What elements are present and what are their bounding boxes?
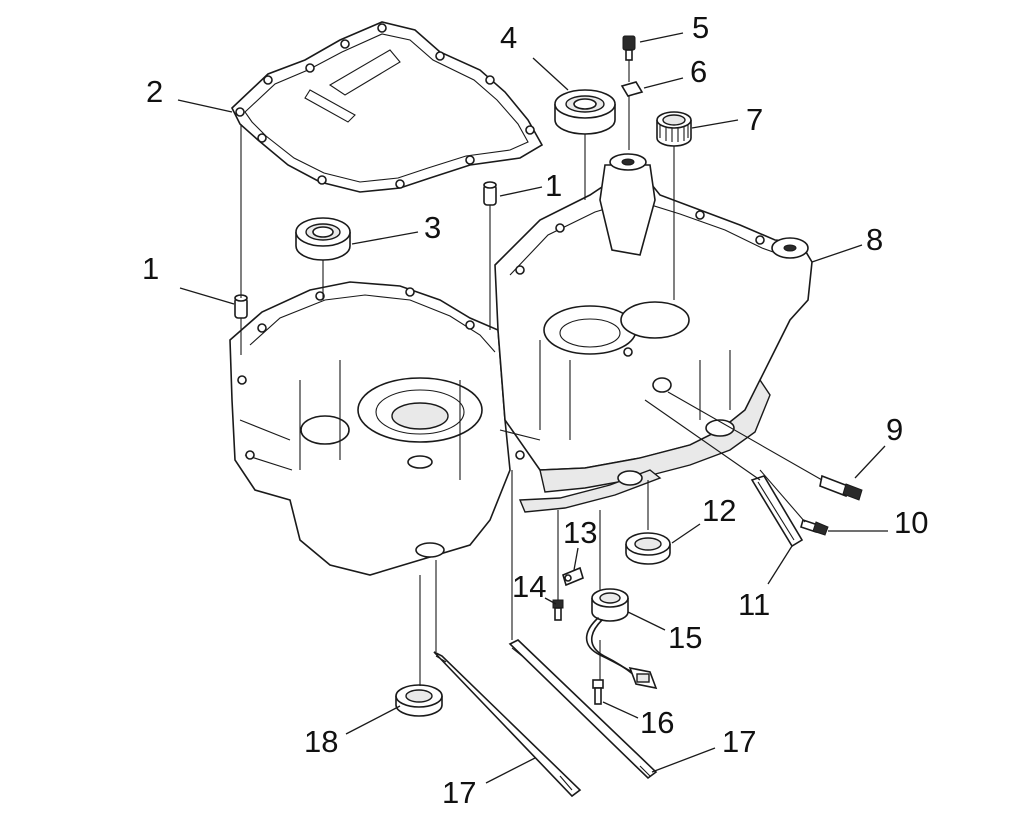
callout-4: 4 <box>500 20 517 55</box>
bearing-4 <box>554 89 616 135</box>
clamp-13 <box>562 566 584 587</box>
needle-bearing-7 <box>656 111 692 147</box>
bolt-10 <box>800 518 829 536</box>
callout-11: 11 <box>738 587 770 622</box>
bolt-5 <box>622 35 636 61</box>
leader-lines <box>177 32 888 784</box>
dowel-pin-left <box>234 294 248 319</box>
callout-14: 14 <box>512 569 546 604</box>
callout-5: 5 <box>692 10 709 45</box>
callout-1-center: 1 <box>545 168 562 203</box>
bearing-3 <box>295 217 351 261</box>
assembly-lines <box>240 60 823 686</box>
callout-17-left: 17 <box>442 775 476 810</box>
gasket <box>231 21 544 193</box>
callout-16: 16 <box>640 705 674 740</box>
stud-bolt-17-right <box>508 639 658 780</box>
callout-6: 6 <box>690 54 707 89</box>
callout-13: 13 <box>563 515 597 550</box>
callout-15: 15 <box>668 620 702 655</box>
callout-17-right: 17 <box>722 724 756 759</box>
baffle-plate-11 <box>750 475 804 548</box>
callout-10: 10 <box>894 505 928 540</box>
stud-bolt-17-left <box>433 651 582 798</box>
callout-9: 9 <box>886 412 903 447</box>
washer-6 <box>620 81 644 97</box>
dowel-pin-center <box>483 181 497 206</box>
bolt-16 <box>592 679 604 705</box>
callout-1-left: 1 <box>142 251 159 286</box>
callout-12: 12 <box>702 493 736 528</box>
callout-18: 18 <box>304 724 338 759</box>
callout-3: 3 <box>424 210 441 245</box>
bolt-9 <box>819 474 863 501</box>
oil-seal-18 <box>395 684 443 717</box>
sensor-15 <box>585 588 658 690</box>
callout-2: 2 <box>146 74 163 109</box>
callout-7: 7 <box>746 102 763 137</box>
crankcase-housing <box>229 153 813 576</box>
oil-seal-12 <box>625 532 671 565</box>
callout-8: 8 <box>866 222 883 257</box>
